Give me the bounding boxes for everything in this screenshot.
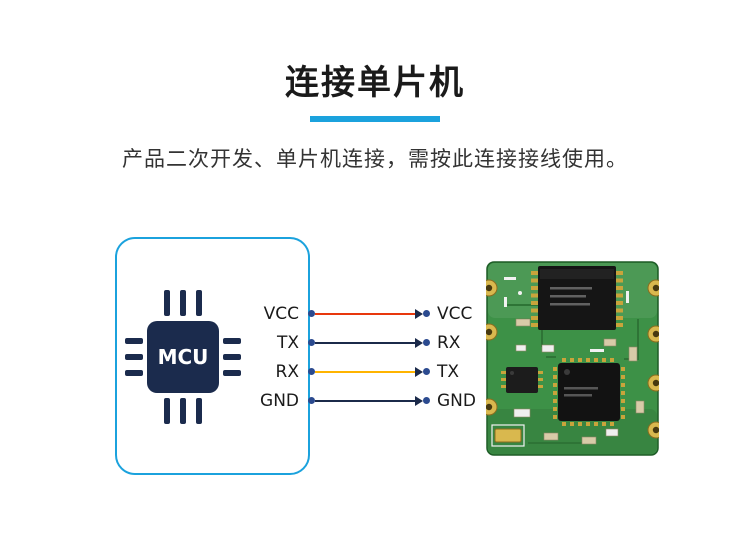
- wire-start-dot: [308, 397, 315, 404]
- wire-start-dot: [308, 368, 315, 375]
- wire-line: [315, 312, 415, 315]
- pcb-module-photo: [486, 261, 659, 456]
- pcb-traces: [506, 304, 639, 444]
- pcb-big-chip: [531, 266, 623, 330]
- mcu-pin-label: RX: [275, 361, 299, 382]
- module-pin-label: GND: [437, 390, 476, 411]
- wire-end-dot: [423, 397, 430, 404]
- wire-line: [315, 341, 415, 344]
- module-pin-label: TX: [437, 361, 460, 382]
- wire-row-vcc: VCC VCC: [218, 299, 518, 328]
- wire-row-rx: RX TX: [218, 357, 518, 386]
- mcu-chip-shape: [125, 290, 241, 424]
- wire-row-tx: TX RX: [218, 328, 518, 357]
- wire-line: [315, 370, 415, 373]
- pcb-qfn-chip: [553, 358, 625, 426]
- mcu-pin-label: GND: [260, 390, 299, 411]
- mcu-pin-label: TX: [276, 332, 299, 353]
- mcu-label: MCU: [158, 345, 209, 369]
- wire-arrowhead-icon: [415, 395, 423, 406]
- wire-arrowhead-icon: [415, 337, 423, 348]
- wire-row-gnd: GND GND: [218, 386, 518, 415]
- wire-arrowhead-icon: [415, 308, 423, 319]
- page-title: 连接单片机: [285, 63, 465, 103]
- wire-line: [315, 399, 415, 402]
- wire-end-dot: [423, 339, 430, 346]
- pcb-small-chip: [501, 367, 543, 393]
- wire-start-dot: [308, 339, 315, 346]
- pcb-passives: [513, 318, 645, 445]
- pcb-silkscreen: [504, 277, 629, 352]
- wire-end-dot: [423, 368, 430, 375]
- module-pin-label: VCC: [437, 303, 473, 324]
- castellated-pads: [486, 279, 659, 439]
- pcb-corner-pad: [491, 424, 525, 447]
- title-underline: [310, 116, 440, 122]
- page-subtitle: 产品二次开发、单片机连接，需按此连接接线使用。: [122, 147, 628, 171]
- mcu-chip-icon: MCU: [125, 290, 241, 424]
- module-pin-label: RX: [437, 332, 461, 353]
- wire-end-dot: [423, 310, 430, 317]
- mcu-box: MCU: [115, 237, 310, 475]
- wire-start-dot: [308, 310, 315, 317]
- wire-arrowhead-icon: [415, 366, 423, 377]
- wiring-diagram: VCC VCC TX RX RX TX GND: [218, 299, 518, 415]
- mcu-pin-label: VCC: [263, 303, 299, 324]
